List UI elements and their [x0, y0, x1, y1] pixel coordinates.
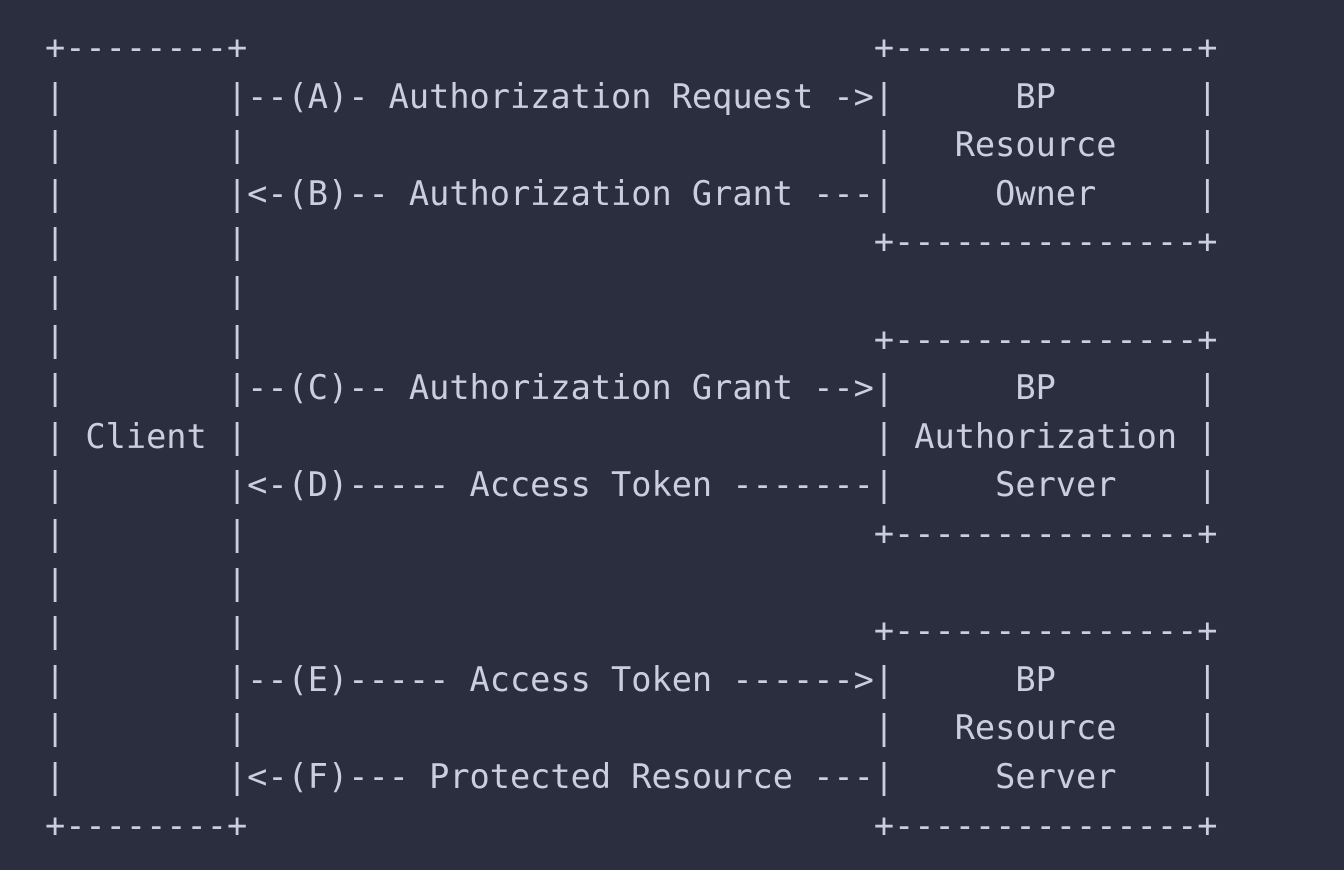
ascii-line: | Client | | Authorization | — [45, 416, 1218, 456]
ascii-line: +--------+ +---------------+ — [45, 28, 1218, 67]
ascii-line: | | | Resource | — [45, 125, 1218, 165]
ascii-line: +--------+ +---------------+ — [45, 805, 1218, 845]
ascii-line: | |--(C)-- Authorization Grant -->| BP | — [45, 368, 1218, 408]
ascii-line: | |<-(F)--- Protected Resource ---| Serv… — [45, 756, 1218, 796]
ascii-line: | | | Resource | — [45, 708, 1218, 748]
ascii-line: | |<-(D)----- Access Token -------| Serv… — [45, 465, 1218, 505]
ascii-line: | | +---------------+ — [45, 222, 1218, 262]
ascii-line: | | +---------------+ — [45, 319, 1218, 359]
ascii-line: | |<-(B)-- Authorization Grant ---| Owne… — [45, 173, 1218, 213]
oauth-flow-ascii-diagram: +--------+ +---------------+ | |--(A)- Au… — [45, 24, 1218, 850]
ascii-line: | | +---------------+ — [45, 513, 1218, 553]
ascii-line: | | — [45, 270, 248, 310]
ascii-line: | |--(A)- Authorization Request ->| BP | — [45, 76, 1218, 116]
ascii-line: | | — [45, 562, 248, 602]
ascii-line: | |--(E)----- Access Token ------>| BP | — [45, 659, 1218, 699]
ascii-line: | | +---------------+ — [45, 611, 1218, 651]
